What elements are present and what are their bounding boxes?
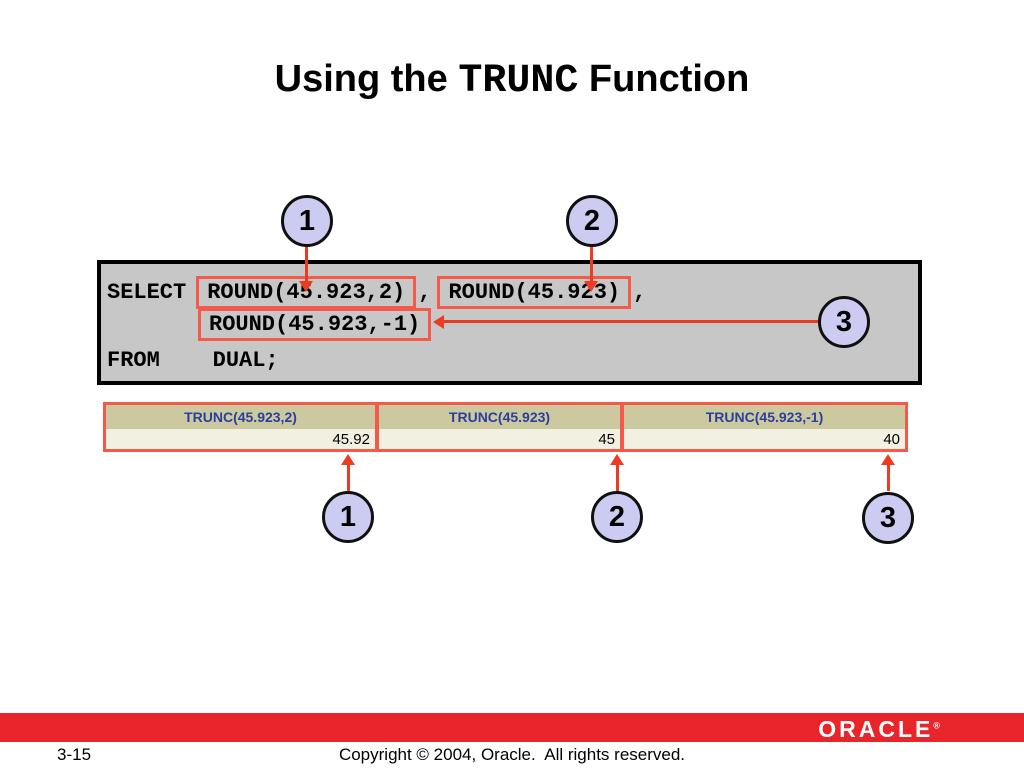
- highlight-box-expr3: ROUND(45.923,-1): [198, 307, 432, 341]
- arrow-2-head-icon: [584, 281, 598, 292]
- arrow-bottom-1-line: [347, 464, 350, 491]
- callout-3-side-label: 3: [835, 305, 853, 338]
- arrow-bottom-2-line: [616, 464, 619, 491]
- oracle-logo-text: ORACLE: [818, 716, 934, 742]
- sql-line-1: SELECT ROUND(45.923,2) , ROUND(45.923) ,: [107, 275, 647, 309]
- sql-from-clause: FROM DUAL;: [107, 347, 279, 373]
- highlight-box-expr2: ROUND(45.923): [437, 275, 632, 309]
- callout-3-side: 3: [818, 296, 870, 348]
- sql-comma-2: ,: [633, 279, 647, 305]
- oracle-logo: ORACLE®: [818, 716, 940, 743]
- callout-2-top-label: 2: [583, 204, 601, 237]
- callout-3-bottom-label: 3: [879, 501, 897, 534]
- sql-comma-1: ,: [418, 279, 432, 305]
- callout-2-bottom: 2: [591, 491, 643, 543]
- result-column-3-header: TRUNC(45.923,-1): [624, 405, 905, 429]
- footer-red-bar: [0, 713, 1024, 742]
- callout-1-bottom-label: 1: [339, 500, 357, 533]
- callout-2-bottom-label: 2: [608, 500, 626, 533]
- callout-1-top-label: 1: [298, 204, 316, 237]
- sql-line-2: ROUND(45.923,-1): [198, 307, 432, 341]
- title-code-word: TRUNC: [458, 59, 579, 104]
- arrow-1-line: [305, 247, 308, 281]
- result-column-3-value: 40: [624, 429, 905, 449]
- callout-1-top: 1: [281, 195, 333, 247]
- result-column-2-value: 45: [379, 429, 620, 449]
- page-number: 3-15: [57, 745, 92, 764]
- registered-trademark-icon: ®: [933, 720, 940, 731]
- result-column-1: TRUNC(45.923,2) 45.92: [103, 402, 378, 452]
- arrow-bottom-2-head-icon: [610, 454, 624, 465]
- result-column-2: TRUNC(45.923) 45: [376, 402, 623, 452]
- callout-2-top: 2: [566, 195, 618, 247]
- result-column-1-value: 45.92: [106, 429, 375, 449]
- arrow-bottom-3-line: [887, 464, 890, 491]
- arrow-3-head-icon: [433, 315, 444, 329]
- arrow-1-head-icon: [299, 281, 313, 292]
- arrow-2-line: [590, 247, 593, 281]
- copyright-text: Copyright © 2004, Oracle. All rights res…: [338, 745, 686, 764]
- sql-line-3: FROM DUAL;: [107, 344, 279, 376]
- result-column-1-header: TRUNC(45.923,2): [106, 405, 375, 429]
- callout-1-bottom: 1: [322, 491, 374, 543]
- callout-3-bottom: 3: [862, 492, 914, 544]
- title-suffix: Function: [578, 58, 750, 100]
- page-title: Using the TRUNC Function: [0, 58, 1024, 104]
- result-column-2-header: TRUNC(45.923): [379, 405, 620, 429]
- arrow-bottom-3-head-icon: [881, 454, 895, 465]
- sql-keyword-select: SELECT: [107, 279, 187, 305]
- title-prefix: Using the: [274, 58, 459, 100]
- result-column-3: TRUNC(45.923,-1) 40: [621, 402, 908, 452]
- arrow-bottom-1-head-icon: [341, 454, 355, 465]
- arrow-3-line: [444, 320, 818, 323]
